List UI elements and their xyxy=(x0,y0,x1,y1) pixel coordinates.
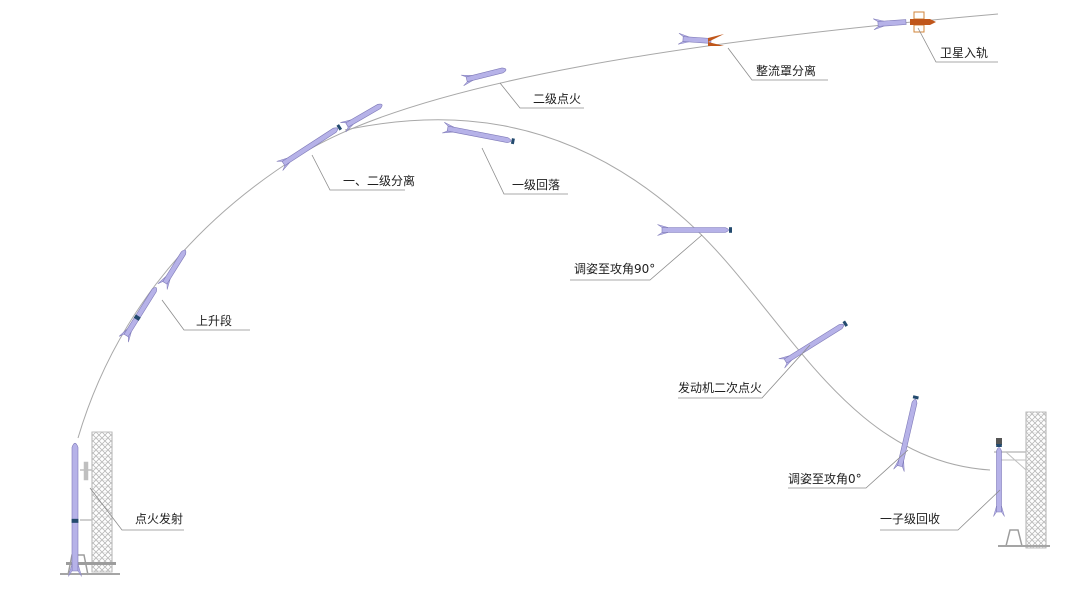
rocket-body xyxy=(661,227,729,233)
first-stage-attitude-0 xyxy=(893,395,919,472)
rocket-body xyxy=(123,287,157,338)
rocket-fins xyxy=(276,157,291,171)
ascent-trajectory xyxy=(77,13,999,439)
rocket-fins xyxy=(893,459,905,472)
satellite-icon xyxy=(910,11,936,33)
rocket-ascent-upper xyxy=(157,249,187,290)
rocket-body xyxy=(345,103,383,128)
orbit-stage-rocket xyxy=(873,18,907,31)
stage-top-cap xyxy=(842,320,849,327)
rocket-body xyxy=(465,67,507,83)
label-engine-second-ignition: 发动机二次点火 xyxy=(678,381,763,395)
rocket-body xyxy=(71,442,79,572)
rocket-fins xyxy=(678,32,690,45)
recovered-first-stage xyxy=(993,444,1005,517)
rocket-fins xyxy=(993,505,1005,517)
label-launch: 点火发射 xyxy=(135,512,184,526)
rocket-fins xyxy=(460,74,474,86)
rocket-body xyxy=(446,125,512,143)
first-stage-attitude-90 xyxy=(657,224,732,236)
label-leaders xyxy=(89,27,1001,531)
rocket-body xyxy=(281,127,339,167)
label-ascent: 上升段 xyxy=(196,314,233,328)
rocket-ascent-lower xyxy=(118,287,157,343)
label-stage1-fallback: 一级回落 xyxy=(512,178,561,192)
stage-top-cap xyxy=(912,395,919,400)
interstage-band xyxy=(71,518,79,523)
label-attitude-0: 调姿至攻角0° xyxy=(788,472,862,486)
recovery-pad xyxy=(998,529,1050,547)
return-trajectory xyxy=(344,119,991,471)
fairing-separation-rocket xyxy=(678,32,712,45)
first-stage-at-separation xyxy=(276,124,343,171)
rocket-body xyxy=(996,447,1002,513)
interstage-band xyxy=(133,314,141,321)
second-stage-ignition-rocket xyxy=(460,67,507,86)
rocket-fins xyxy=(157,276,171,290)
rocket-on-pad xyxy=(68,442,82,577)
rocket-body xyxy=(162,249,187,285)
stage-top-cap xyxy=(510,138,515,145)
rocket-body xyxy=(897,399,918,467)
first-stage-reignition xyxy=(778,320,849,369)
first-stage-fallback xyxy=(442,122,515,145)
fairing-halves xyxy=(708,34,724,46)
rocket-fins xyxy=(118,328,132,343)
label-second-stage-ignition: 二级点火 xyxy=(533,92,582,106)
rocket-fins xyxy=(68,563,82,577)
launch-tower xyxy=(80,431,113,573)
label-fairing-separation: 整流罩分离 xyxy=(756,64,817,78)
second-stage-at-separation xyxy=(340,103,383,133)
rocket-fins xyxy=(340,119,354,133)
label-orbit-insertion: 卫星入轨 xyxy=(940,46,989,60)
stage-top-cap xyxy=(336,124,343,131)
stage-top-cap xyxy=(996,444,1002,447)
label-recovery: 一子级回收 xyxy=(880,512,941,526)
rocket-fins xyxy=(442,122,455,134)
rocket-fins xyxy=(873,18,885,31)
rocket-body xyxy=(877,19,907,27)
label-stage-separation: 一、二级分离 xyxy=(343,174,416,188)
label-attitude-90: 调姿至攻角90° xyxy=(574,262,656,276)
stage-top-cap xyxy=(729,227,732,233)
rocket-fins xyxy=(657,224,669,236)
rocket-body xyxy=(783,323,844,364)
rocket-fins xyxy=(778,355,793,369)
